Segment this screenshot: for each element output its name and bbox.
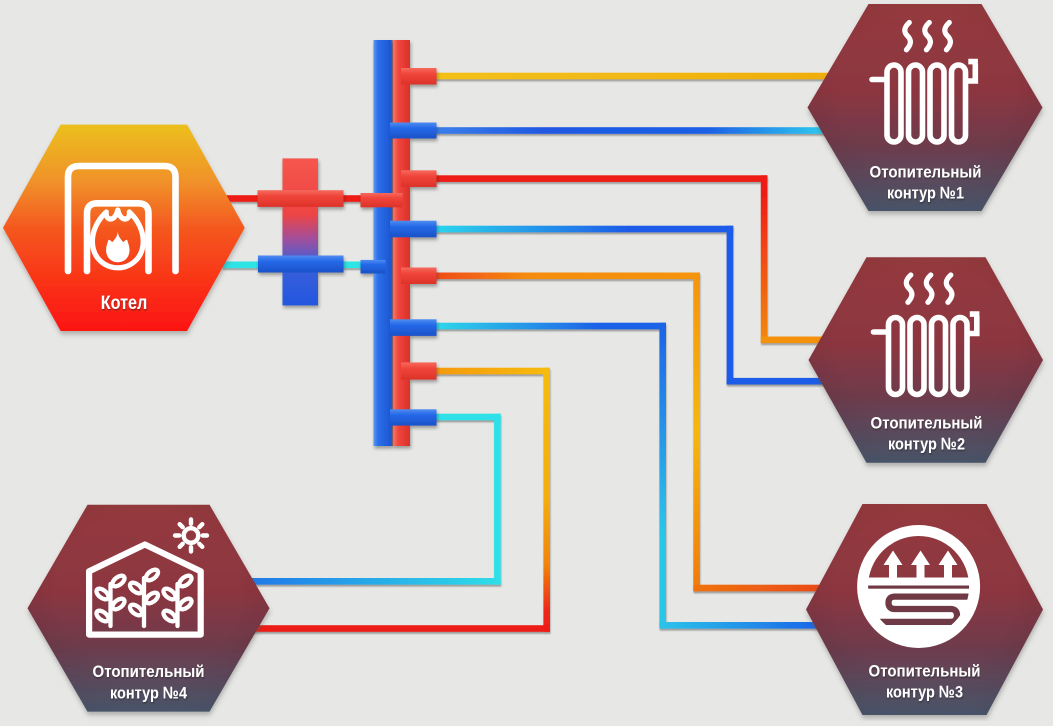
svg-text:Котел: Котел [101,292,148,314]
svg-text:контур №3: контур №3 [886,682,963,701]
svg-text:контур №4: контур №4 [110,683,187,702]
svg-text:контур №1: контур №1 [887,183,964,202]
svg-text:Отопительный: Отопительный [869,661,981,680]
svg-text:Отопительный: Отопительный [870,162,982,181]
svg-text:контур №2: контур №2 [888,434,965,453]
svg-text:Отопительный: Отопительный [93,662,205,681]
svg-text:Отопительный: Отопительный [871,413,983,432]
